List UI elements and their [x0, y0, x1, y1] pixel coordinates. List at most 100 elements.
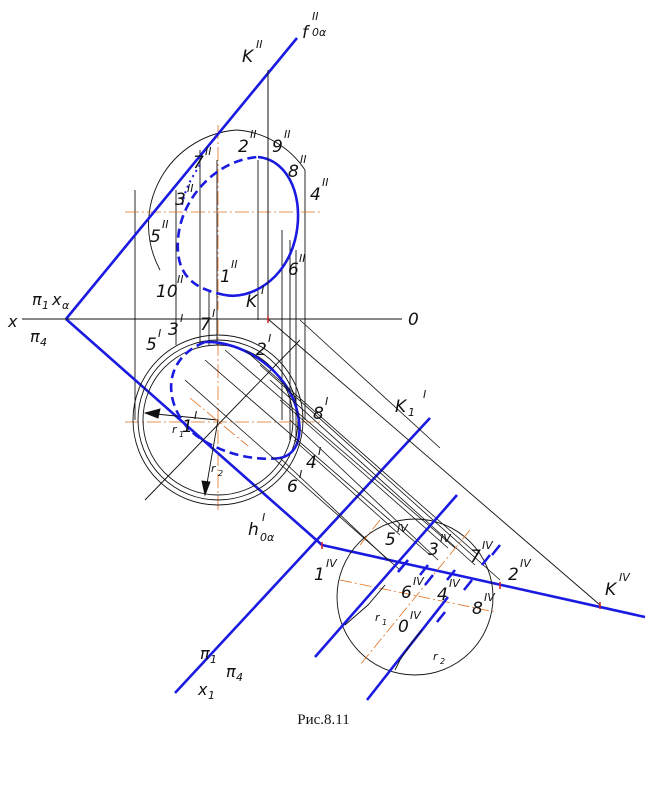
frontal-centerlines: [125, 125, 320, 510]
svg-text:I: I: [180, 312, 183, 325]
svg-text:1: 1: [42, 299, 49, 312]
svg-text:I: I: [158, 327, 161, 340]
label-10-II: 10: [156, 282, 178, 302]
label-K-II: K: [242, 47, 255, 67]
label-pi4: π: [30, 327, 40, 346]
label-K-I: K: [246, 292, 259, 312]
label-4-II: 4: [310, 185, 321, 205]
label-f: f: [302, 23, 311, 43]
svg-text:I: I: [318, 445, 321, 458]
label-K-IV: K: [605, 580, 618, 600]
svg-text:I: I: [194, 409, 197, 422]
cylinder-frontal-outline-right: [236, 129, 306, 171]
label-5-I: 5: [146, 335, 157, 355]
r2-arrowhead: [201, 480, 211, 497]
r1-arrowhead: [143, 408, 161, 419]
trace-to-KIV: [321, 543, 646, 619]
aux-dash: [397, 559, 409, 573]
svg-text:IV: IV: [484, 591, 496, 604]
label-pi4-bottom: π: [226, 662, 236, 681]
label-O: 0: [408, 310, 419, 330]
point-markers: [267, 316, 601, 609]
svg-text:IV: IV: [413, 575, 425, 588]
svg-text:I: I: [299, 468, 302, 481]
label-K1-I: K: [395, 397, 408, 417]
svg-text:1: 1: [382, 618, 387, 627]
aux-dash: [462, 579, 474, 591]
svg-text:1: 1: [179, 430, 184, 439]
figure-caption: Рис.8.11: [297, 712, 350, 728]
label-3-IV: 3: [428, 540, 439, 560]
label-1-IV: 1: [314, 565, 325, 585]
svg-text:I: I: [212, 307, 215, 320]
svg-text:IV: IV: [440, 532, 452, 545]
auxiliary-projection: [336, 518, 494, 676]
svg-text:α: α: [62, 299, 70, 312]
auxiliary-centerlines: [339, 519, 496, 666]
cylinder-frontal-outline: [148, 129, 238, 271]
projection-axis: [144, 339, 301, 501]
label-0-IV: 0: [398, 617, 409, 637]
label-6-IV: 6: [401, 583, 412, 603]
label-4-IV: 4: [437, 585, 448, 605]
label-9-II: 9: [272, 137, 283, 157]
label-pi1: π: [32, 290, 42, 309]
svg-text:II: II: [231, 258, 238, 271]
svg-text:II: II: [205, 145, 212, 158]
aux-dash: [480, 554, 492, 566]
aux-dash: [445, 569, 457, 581]
aux-dash: [490, 544, 502, 556]
label-4-I: 4: [306, 453, 317, 473]
label-6-II: 6: [288, 260, 299, 280]
svg-text:II: II: [162, 218, 169, 231]
label-r2: r: [211, 462, 217, 475]
label-3-I: 3: [168, 320, 179, 340]
label-7-I: 7: [200, 315, 211, 335]
svg-text:II: II: [250, 128, 257, 141]
label-x-alpha: x: [51, 290, 62, 309]
svg-text:II: II: [299, 252, 306, 265]
K1-trace: [174, 417, 431, 694]
svg-text:4: 4: [40, 336, 47, 349]
label-1-II: 1: [220, 267, 231, 287]
svg-text:II: II: [322, 176, 329, 189]
label-x1: x: [197, 680, 208, 699]
label-8-I: 8: [313, 404, 324, 424]
svg-text:I: I: [262, 511, 265, 524]
svg-text:I: I: [268, 332, 271, 345]
svg-text:2: 2: [218, 469, 223, 478]
svg-text:IV: IV: [619, 571, 631, 584]
svg-text:II: II: [312, 10, 319, 23]
label-8-IV: 8: [472, 599, 483, 619]
svg-text:0α: 0α: [260, 531, 275, 544]
horizontal-centerlines: [189, 397, 249, 447]
label-6-I: 6: [287, 477, 298, 497]
svg-text:II: II: [177, 273, 184, 286]
aux-dash: [435, 611, 447, 623]
svg-text:IV: IV: [520, 557, 532, 570]
frontal-section-ellipse: [176, 155, 300, 298]
svg-text:0α: 0α: [312, 26, 327, 39]
svg-text:IV: IV: [482, 539, 494, 552]
horizontal-section-ellipse: [169, 340, 301, 461]
svg-text:IV: IV: [410, 609, 422, 622]
label-7-II: 7: [193, 153, 204, 173]
label-1-I: 1: [182, 417, 193, 437]
svg-text:I: I: [423, 388, 426, 401]
svg-text:1: 1: [408, 406, 415, 419]
svg-text:4: 4: [236, 671, 243, 684]
svg-text:I: I: [325, 395, 328, 408]
svg-text:1: 1: [210, 653, 217, 666]
label-r1-aux: r: [375, 611, 381, 624]
svg-text:II: II: [256, 38, 263, 51]
axis-x: [22, 70, 601, 606]
label-r2-aux: r: [433, 650, 439, 663]
label-5-IV: 5: [385, 530, 396, 550]
auxiliary-circle: [336, 518, 494, 676]
label-pi1-bottom: π: [200, 644, 210, 663]
label-2-I: 2: [256, 340, 267, 360]
svg-text:1: 1: [208, 689, 215, 702]
aux-line: [314, 494, 458, 658]
